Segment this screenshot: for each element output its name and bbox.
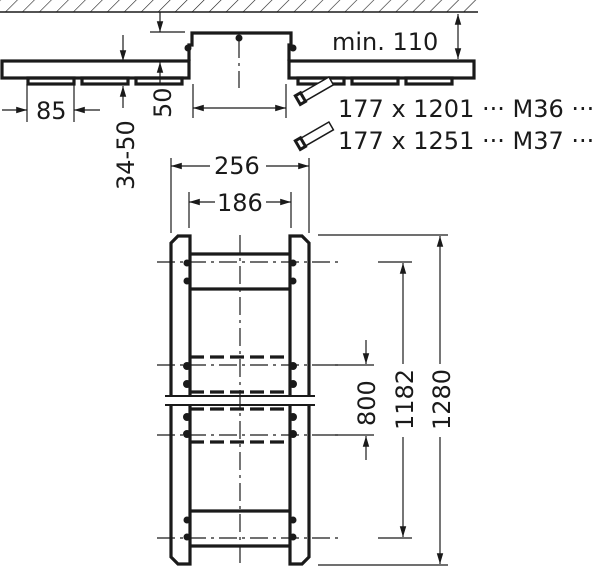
dimension-800: 800 — [353, 340, 381, 460]
section-view-fixture — [0, 31, 476, 88]
svg-text:1182: 1182 — [391, 369, 419, 430]
svg-text:1280: 1280 — [428, 369, 456, 430]
svg-text:min. 110: min. 110 — [332, 28, 438, 56]
dimension-min-110: min. 110 — [332, 13, 462, 59]
svg-text:85: 85 — [36, 97, 67, 125]
cutout-spec-m36: 177 x 1201 ··· M36 ··· — [293, 75, 594, 123]
dimension-186: 186 — [188, 189, 292, 228]
dimension-34-50: 34-50 — [112, 35, 140, 190]
svg-text:256: 256 — [214, 152, 260, 180]
dimension-50: 50 — [149, 12, 185, 118]
svg-text:177 x 1251 ··· M37 ···: 177 x 1251 ··· M37 ··· — [338, 127, 594, 155]
svg-text:177 x 1201 ··· M36 ···: 177 x 1201 ··· M36 ··· — [338, 95, 594, 123]
svg-text:800: 800 — [353, 380, 381, 426]
dimension-256: 256 — [170, 152, 310, 233]
svg-text:50: 50 — [149, 87, 177, 118]
cutout-spec-m37: 177 x 1251 ··· M37 ··· — [293, 120, 594, 155]
dimension-housing-width — [192, 84, 287, 118]
dimension-1182: 1182 — [391, 263, 419, 537]
extension-lines — [318, 234, 448, 566]
front-view-fixture — [157, 234, 340, 567]
dimension-1280: 1280 — [428, 236, 456, 564]
saw-icon — [293, 120, 335, 152]
ceiling-hatch — [0, 0, 478, 13]
dimension-85: 85 — [2, 84, 100, 125]
saw-icon — [293, 75, 335, 107]
svg-text:34-50: 34-50 — [112, 120, 140, 190]
svg-text:186: 186 — [217, 189, 263, 217]
